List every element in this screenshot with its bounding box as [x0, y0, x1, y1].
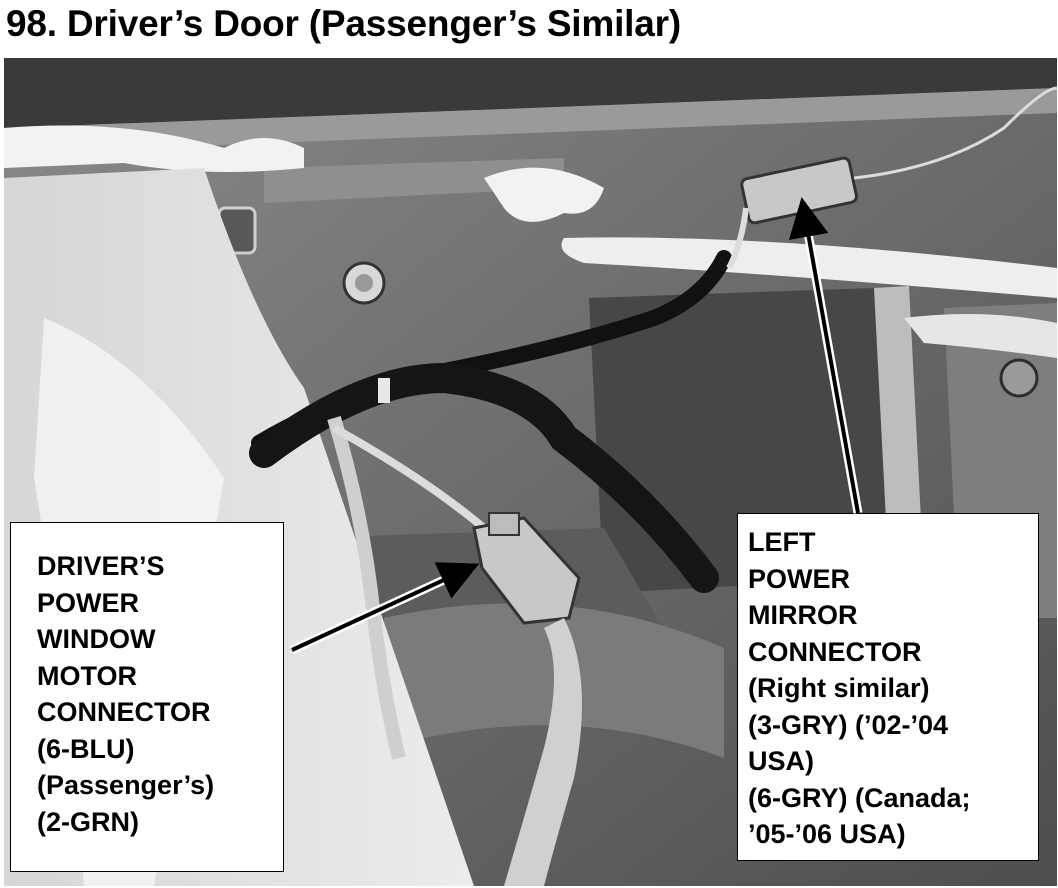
callout-line: MIRROR	[748, 600, 858, 630]
callout-line: (6-GRY) (Canada;	[748, 782, 971, 813]
callout-line: (Right similar)	[748, 673, 930, 703]
drain-tube	[504, 618, 582, 886]
callout-line: POWER	[37, 587, 140, 618]
sealant-top-left	[4, 125, 304, 172]
main-harness	[249, 362, 719, 593]
callout-line: LEFT	[748, 527, 816, 557]
callout-line: (Passenger’s)	[37, 770, 215, 800]
callout-line: MOTOR	[37, 660, 137, 691]
callout-power-window-connector: DRIVER’S POWER WINDOW MOTOR CONNECTOR (6…	[10, 522, 284, 872]
sealant-top-center	[484, 167, 604, 222]
grommet-icon	[999, 358, 1039, 398]
callout-line: ’05-’06 USA)	[748, 819, 906, 849]
door-panel-photo	[4, 58, 1057, 886]
callout-line: POWER	[748, 563, 851, 594]
callout-line: (2-GRN)	[37, 806, 139, 837]
window-channel	[874, 286, 924, 578]
callout-line: (3-GRY) (’02-’04	[748, 709, 949, 740]
callout-power-mirror-connector: LEFT POWER MIRROR CONNECTOR (Right simil…	[737, 513, 1039, 861]
callout-line: WINDOW	[37, 624, 156, 654]
power-window-motor-connector	[472, 512, 581, 625]
mirror-wire	[853, 86, 1057, 180]
door-interior-illustration	[4, 58, 1057, 886]
callout-line: CONNECTOR	[748, 636, 922, 667]
callout-line: CONNECTOR	[37, 697, 211, 727]
page-title: 98. Driver’s Door (Passenger’s Similar)	[6, 3, 681, 44]
callout-line: (6-BLU)	[37, 733, 135, 764]
door-upper-rail	[4, 88, 1057, 153]
callout-line: USA)	[748, 746, 814, 776]
door-top-frame	[4, 58, 1057, 128]
callout-line: DRIVER’S	[37, 551, 165, 581]
